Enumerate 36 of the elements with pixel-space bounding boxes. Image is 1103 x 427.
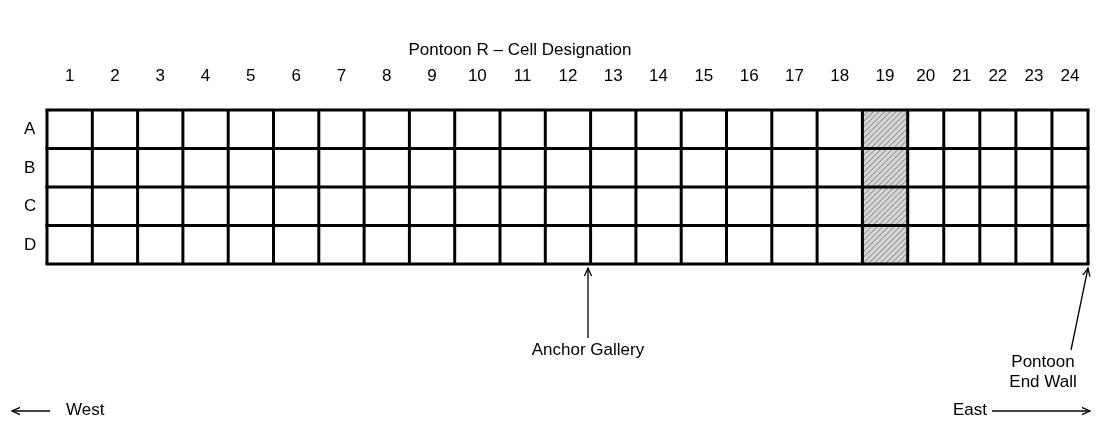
column-number: 13	[603, 66, 623, 86]
direction-label: East	[953, 400, 988, 420]
diagram-title: Pontoon R – Cell Designation	[408, 40, 632, 60]
direction-label: West	[66, 400, 105, 420]
column-number: 24	[1060, 66, 1080, 86]
column-number: 4	[200, 66, 211, 86]
column-number: 7	[336, 66, 347, 86]
column-number: 5	[246, 66, 256, 86]
column-number: 6	[291, 66, 301, 86]
column-number: 19	[875, 66, 895, 86]
row-letter: B	[24, 157, 36, 178]
row-letter: A	[24, 119, 36, 139]
column-number: 22	[988, 66, 1008, 86]
column-number: 16	[739, 66, 759, 86]
column-number: 10	[467, 66, 487, 86]
row-letter: C	[24, 196, 37, 216]
leader-line	[583, 267, 593, 339]
column-number: 18	[830, 66, 850, 86]
column-number: 23	[1024, 66, 1044, 86]
callout-text: Anchor Gallery	[531, 340, 645, 359]
column-number: 9	[427, 66, 437, 86]
column-number: 21	[952, 66, 972, 86]
row-letter: D	[24, 234, 37, 255]
column-number: 2	[110, 66, 120, 86]
column-number: 1	[64, 66, 75, 86]
column-number: 11	[513, 66, 532, 86]
column-number: 20	[916, 66, 936, 86]
column-number: 12	[558, 66, 578, 86]
leader-line	[1070, 267, 1091, 351]
column-number: 15	[694, 66, 714, 86]
column-number: 14	[649, 66, 668, 86]
column-number: 17	[785, 66, 804, 86]
callout-text: Pontoon End Wall	[1009, 352, 1077, 391]
cell-grid-drawing	[45, 108, 1090, 266]
column-number: 3	[155, 66, 165, 86]
column-number: 8	[382, 66, 392, 86]
